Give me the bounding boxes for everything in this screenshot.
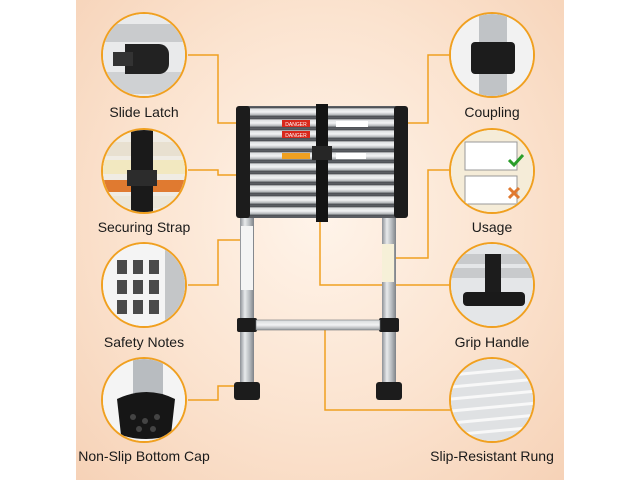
danger-label-2: DANGER [285,133,307,139]
rung-photo [449,357,535,443]
line-rung [324,325,453,411]
line-safety-notes [188,239,246,286]
usage-photo [449,128,535,214]
bottom-cap-photo [101,357,187,443]
safety-notes-photo [101,242,187,328]
collapsed-rungs: DANGER DANGER [236,104,408,222]
line-grip-handle [319,220,453,286]
grip-handle-photo [449,242,535,328]
bottom-cap-label: Non-Slip Bottom Cap [78,448,210,464]
safety-notes-label: Safety Notes [103,334,185,350]
slide-latch-label: Slide Latch [109,104,179,120]
danger-label-1: DANGER [285,122,307,128]
slide-latch-photo [101,12,187,98]
grip-handle-label: Grip Handle [454,334,530,350]
coupling-label: Coupling [464,104,520,120]
securing-strap-photo [101,128,187,214]
line-usage [395,169,453,259]
securing-strap-label: Securing Strap [97,219,191,235]
ladder-legs [234,218,402,400]
usage-label: Usage [471,219,513,235]
coupling-photo [449,12,535,98]
rung-label: Slip-Resistant Rung [430,448,554,464]
line-bottom-cap [188,385,246,401]
